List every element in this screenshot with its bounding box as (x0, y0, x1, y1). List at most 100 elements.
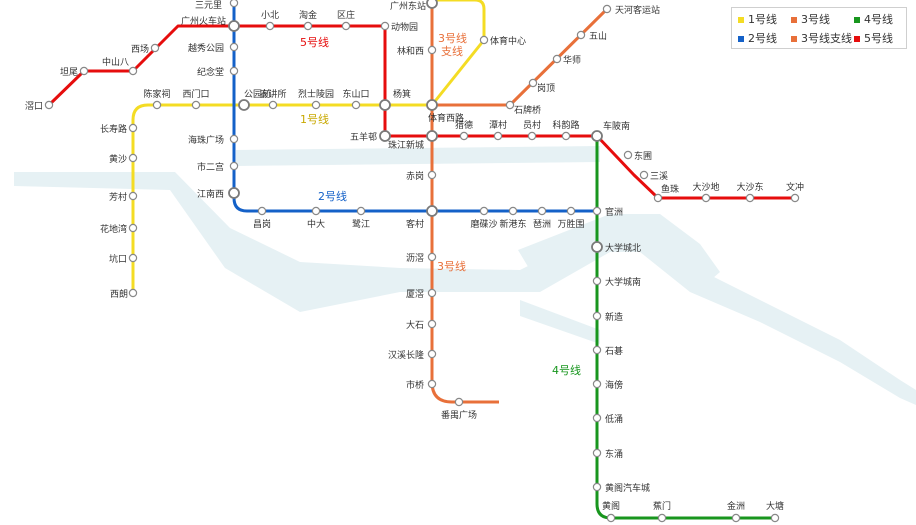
transfer-station-marker[interactable] (228, 20, 240, 32)
station-marker[interactable] (657, 513, 667, 523)
station-marker[interactable] (592, 206, 602, 216)
station-marker[interactable] (229, 42, 239, 52)
station-label: 金洲 (727, 500, 745, 512)
station-marker[interactable] (191, 100, 201, 110)
station-marker[interactable] (265, 21, 275, 31)
station-label: 岗顶 (537, 83, 555, 94)
station-marker[interactable] (303, 21, 313, 31)
station-marker[interactable] (623, 150, 633, 160)
station-marker[interactable] (479, 35, 489, 45)
station-marker[interactable] (566, 206, 576, 216)
station-marker[interactable] (770, 513, 780, 523)
station-marker[interactable] (592, 276, 602, 286)
station-marker[interactable] (552, 54, 562, 64)
station-marker[interactable] (128, 123, 138, 133)
station-marker[interactable] (128, 288, 138, 298)
station-label: 大塘 (766, 500, 784, 512)
station-marker[interactable] (592, 482, 602, 492)
station-marker[interactable] (257, 206, 267, 216)
station-marker[interactable] (745, 193, 755, 203)
station-marker[interactable] (561, 131, 571, 141)
station-marker[interactable] (592, 413, 602, 423)
transfer-station-marker[interactable] (426, 0, 438, 9)
station-marker[interactable] (505, 100, 515, 110)
station-marker[interactable] (639, 170, 649, 180)
station-label: 员村 (523, 119, 541, 131)
station-marker[interactable] (427, 170, 437, 180)
station-marker[interactable] (427, 319, 437, 329)
station-marker[interactable] (229, 134, 239, 144)
station-marker[interactable] (454, 397, 464, 407)
station-marker[interactable] (459, 131, 469, 141)
station-label: 农讲所 (259, 88, 286, 100)
transfer-station-marker[interactable] (426, 99, 438, 111)
station-marker[interactable] (537, 206, 547, 216)
station-marker[interactable] (427, 379, 437, 389)
station-marker[interactable] (150, 43, 160, 53)
station-marker[interactable] (592, 345, 602, 355)
metro-line-l4 (595, 136, 775, 520)
station-marker[interactable] (311, 100, 321, 110)
station-marker[interactable] (79, 66, 89, 76)
station-marker[interactable] (527, 131, 537, 141)
transfer-station-marker[interactable] (426, 130, 438, 142)
station-label: 市二宫 (197, 161, 224, 173)
line-5-label: 5号线 (300, 35, 329, 49)
station-marker[interactable] (479, 206, 489, 216)
station-marker[interactable] (427, 288, 437, 298)
line-4-label: 4号线 (552, 363, 581, 377)
station-marker[interactable] (508, 206, 518, 216)
metro-line-l1 (131, 103, 432, 293)
station-marker[interactable] (653, 193, 663, 203)
station-marker[interactable] (341, 21, 351, 31)
transfer-station-marker[interactable] (591, 130, 603, 142)
station-label: 东圃 (634, 150, 652, 162)
station-label: 江南西 (197, 188, 224, 200)
station-marker[interactable] (731, 513, 741, 523)
station-marker[interactable] (592, 311, 602, 321)
station-marker[interactable] (427, 349, 437, 359)
station-label: 公园前 (244, 88, 271, 100)
station-marker[interactable] (128, 253, 138, 263)
station-marker[interactable] (493, 131, 503, 141)
transfer-station-marker[interactable] (228, 187, 240, 199)
legend-item-l5: 5号线 (854, 32, 893, 46)
station-marker[interactable] (351, 100, 361, 110)
station-marker[interactable] (128, 191, 138, 201)
line-3-label: 3号线 (437, 259, 466, 273)
station-marker[interactable] (128, 153, 138, 163)
station-marker[interactable] (229, 0, 239, 8)
station-marker[interactable] (592, 379, 602, 389)
station-marker[interactable] (592, 448, 602, 458)
station-marker[interactable] (128, 223, 138, 233)
transfer-station-marker[interactable] (426, 205, 438, 217)
station-label: 烈士陵园 (298, 88, 334, 100)
station-marker[interactable] (152, 100, 162, 110)
station-marker[interactable] (229, 161, 239, 171)
station-marker[interactable] (229, 66, 239, 76)
transfer-station-marker[interactable] (591, 241, 603, 253)
transfer-station-marker[interactable] (379, 130, 391, 142)
transfer-station-marker[interactable] (379, 99, 391, 111)
station-marker[interactable] (44, 100, 54, 110)
station-marker[interactable] (701, 193, 711, 203)
station-marker[interactable] (356, 206, 366, 216)
station-marker[interactable] (790, 193, 800, 203)
station-marker[interactable] (528, 78, 538, 88)
station-label: 林和西 (397, 45, 424, 57)
station-label: 鱼珠 (661, 183, 679, 195)
station-marker[interactable] (427, 45, 437, 55)
station-marker[interactable] (427, 252, 437, 262)
station-label: 体育西路 (428, 112, 464, 124)
station-marker[interactable] (606, 513, 616, 523)
station-marker[interactable] (576, 30, 586, 40)
station-marker[interactable] (268, 100, 278, 110)
station-marker[interactable] (311, 206, 321, 216)
station-marker[interactable] (128, 66, 138, 76)
station-label: 滘口 (25, 101, 43, 112)
station-label: 官洲 (605, 206, 623, 218)
station-marker[interactable] (380, 21, 390, 31)
station-marker[interactable] (602, 4, 612, 14)
transfer-station-marker[interactable] (238, 99, 250, 111)
station-label: 区庄 (337, 9, 355, 21)
